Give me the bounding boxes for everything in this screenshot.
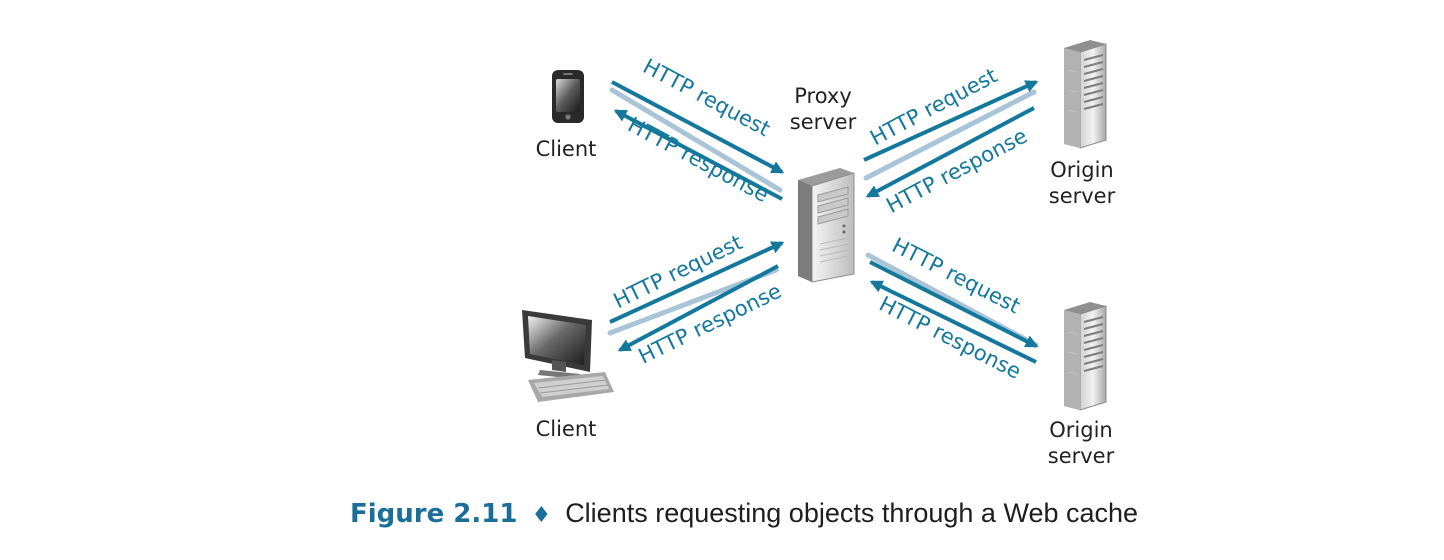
smartphone-icon: [552, 70, 584, 123]
request-arrow-tl: [611, 80, 785, 174]
origin-server-top-label-line2: server: [1049, 184, 1116, 208]
origin-server-bottom-label-line1: Origin: [1049, 418, 1112, 442]
client-label-top: Client: [536, 137, 597, 161]
response-arrow-br: [869, 280, 1037, 364]
proxy-server-label-line1: Proxy: [794, 84, 852, 108]
rack-server-icon: [1064, 40, 1107, 149]
tower-server-icon: [798, 168, 855, 283]
request-arrow-bl: [609, 241, 785, 324]
request-arrow-tr-light: [863, 89, 1037, 181]
request-arrow-tr: [863, 80, 1039, 162]
response-arrow-bl: [617, 264, 779, 352]
caption-text: Clients requesting objects through a Web…: [565, 498, 1138, 528]
request-arrow-br: [869, 260, 1039, 348]
figure-number: Figure 2.11: [350, 499, 517, 529]
response-arrow-tr: [865, 106, 1035, 198]
http-response-label-tr: HTTP response: [882, 124, 1031, 218]
figure-caption: Figure 2.11 ♦ Clients requesting objects…: [350, 498, 1138, 529]
response-arrow-tl: [613, 109, 783, 201]
desktop-computer-icon: [522, 310, 614, 402]
client-label-bottom: Client: [536, 417, 597, 441]
origin-server-top-label-line1: Origin: [1050, 158, 1113, 182]
caption-separator: ♦: [531, 503, 551, 528]
rack-server-icon: [1064, 302, 1107, 411]
origin-server-bottom-label-line2: server: [1048, 444, 1115, 468]
proxy-server-label-line2: server: [790, 110, 857, 134]
http-request-label-bl: HTTP request: [610, 230, 747, 313]
request-arrow-tl-light: [609, 87, 783, 193]
